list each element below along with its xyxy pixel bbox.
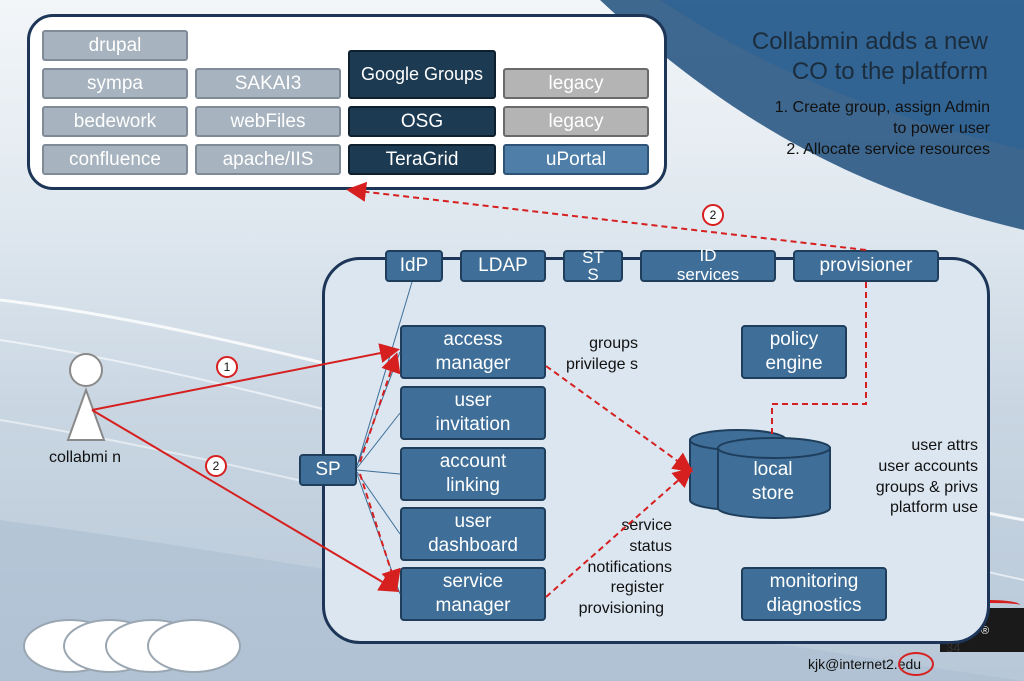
platform-use-line: platform use xyxy=(889,499,978,517)
user-attrs-label: user attrs user accounts groups & privs … xyxy=(840,436,978,519)
step-2: 2. Allocate service resources xyxy=(786,140,990,158)
provisioner-box[interactable]: provisioner xyxy=(793,250,939,282)
tile-uportal[interactable]: uPortal xyxy=(503,144,649,175)
step-marker-2-provision: 2 xyxy=(702,204,724,226)
step-marker-2-actor: 2 xyxy=(205,455,227,477)
sp-box[interactable]: SP xyxy=(299,454,357,486)
user-invitation-box[interactable]: user invitation xyxy=(400,386,546,440)
step-1-continued: to power user xyxy=(893,119,990,137)
monitoring-diagnostics-box[interactable]: monitoring diagnostics xyxy=(741,567,887,621)
policy-engine-box[interactable]: policy engine xyxy=(741,325,847,379)
tile-sympa[interactable]: sympa xyxy=(42,68,188,99)
idp-box[interactable]: IdP xyxy=(385,250,443,282)
steps-list: 1. Create group, assign Admin to power u… xyxy=(720,98,990,160)
user-accounts-line: user accounts xyxy=(878,457,978,475)
register-provisioning-label: register provisioning xyxy=(552,578,664,620)
service-manager-box[interactable]: service manager xyxy=(400,567,546,621)
tile-webfiles[interactable]: webFiles xyxy=(195,106,341,137)
id-services-box[interactable]: ID services xyxy=(640,246,776,284)
status-line: status xyxy=(629,537,672,555)
tile-google-groups[interactable]: Google Groups xyxy=(348,50,496,99)
provisioning-line: provisioning xyxy=(578,599,664,617)
user-attrs-line: user attrs xyxy=(911,437,978,454)
tile-apache-iis[interactable]: apache/IIS xyxy=(195,144,341,175)
user-dashboard-box[interactable]: user dashboard xyxy=(400,507,546,561)
groups-privs-line: groups & privs xyxy=(875,478,978,496)
groups-privileges-label: groups privilege s xyxy=(565,335,638,373)
tile-legacy-1[interactable]: legacy xyxy=(503,68,649,99)
local-store-cylinder[interactable] xyxy=(688,428,834,520)
notifications-line: notifications xyxy=(587,558,673,576)
step-1: 1. Create group, assign Admin xyxy=(774,99,990,116)
sts-box[interactable]: ST S xyxy=(563,249,623,283)
collabmin-label: collabmi n xyxy=(48,449,122,466)
service-line: service xyxy=(621,517,672,534)
tile-sakai3[interactable]: SAKAI3 xyxy=(195,68,341,99)
tile-bedework[interactable]: bedework xyxy=(42,106,188,137)
service-status-label: service status notifications xyxy=(560,516,673,578)
slide-number: 34 xyxy=(946,640,961,655)
logo-swoosh xyxy=(960,600,1020,610)
local-store-label: local store xyxy=(751,459,795,504)
slide-title-line-1: Collabmin adds a new xyxy=(751,28,988,55)
tile-teragrid[interactable]: TeraGrid xyxy=(348,144,496,175)
decorative-ovals xyxy=(23,619,241,673)
email-highlight xyxy=(898,652,934,676)
step-marker-1: 1 xyxy=(216,356,238,378)
contact-email: kjk@internet2.edu xyxy=(808,656,922,672)
tile-legacy-2[interactable]: legacy xyxy=(503,106,649,137)
slide-title-line-2: CO to the platform xyxy=(791,58,988,85)
tile-drupal[interactable]: drupal xyxy=(42,30,188,61)
register-line: register xyxy=(610,579,664,596)
tile-confluence[interactable]: confluence xyxy=(42,144,188,175)
collabmin-actor-icon xyxy=(66,353,106,441)
account-linking-box[interactable]: account linking xyxy=(400,447,546,501)
access-manager-box[interactable]: access manager xyxy=(400,325,546,379)
tile-osg[interactable]: OSG xyxy=(348,106,496,137)
ldap-box[interactable]: LDAP xyxy=(460,250,546,282)
